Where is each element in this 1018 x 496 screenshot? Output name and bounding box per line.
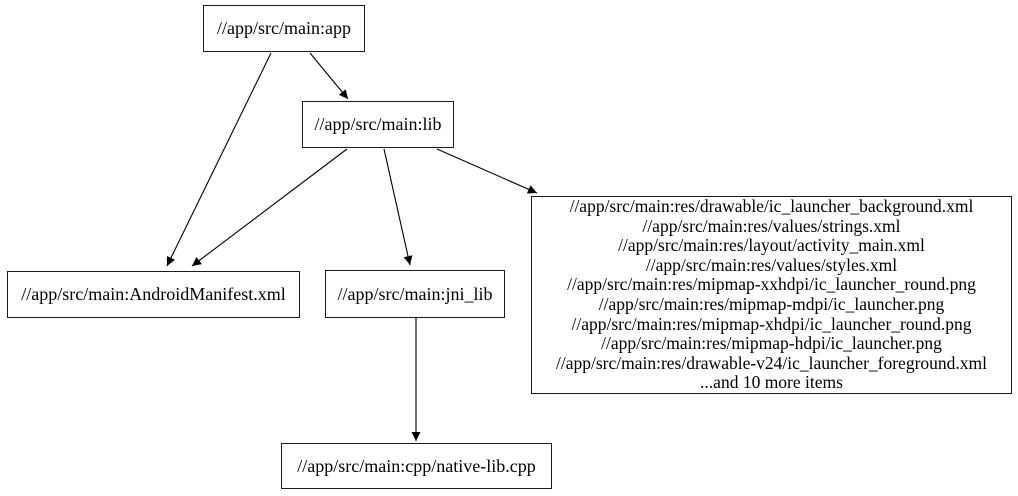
res-item: //app/src/main:res/mipmap-hdpi/ic_launch… (601, 333, 942, 354)
node-jni-lib: //app/src/main:jni_lib (325, 270, 505, 318)
res-item: //app/src/main:res/values/strings.xml (642, 215, 901, 236)
node-native-lib-cpp-label: //app/src/main:cpp/native-lib.cpp (297, 455, 536, 476)
res-item: //app/src/main:res/mipmap-xxhdpi/ic_laun… (567, 274, 976, 295)
node-android-manifest: //app/src/main:AndroidManifest.xml (7, 271, 300, 318)
edge-lib-to-res-group (436, 148, 538, 194)
res-more-items: ...and 10 more items (700, 372, 843, 393)
node-jni-lib-label: //app/src/main:jni_lib (337, 283, 493, 304)
node-lib-target: //app/src/main:lib (302, 101, 454, 148)
res-item: //app/src/main:res/mipmap-xhdpi/ic_launc… (571, 313, 972, 334)
edge-lib-to-manifest (191, 148, 348, 267)
node-native-lib-cpp: //app/src/main:cpp/native-lib.cpp (281, 443, 552, 489)
node-lib-label: //app/src/main:lib (314, 114, 442, 134)
res-item: //app/src/main:res/drawable-v24/ic_launc… (555, 352, 988, 373)
edge-app-to-lib (309, 52, 349, 100)
res-item: //app/src/main:res/mipmap-mdpi/ic_launch… (598, 294, 945, 314)
res-item: //app/src/main:res/values/styles.xml (645, 254, 898, 275)
edge-lib-to-jni-lib (383, 148, 413, 266)
node-android-manifest-label: //app/src/main:AndroidManifest.xml (21, 284, 286, 304)
res-item: //app/src/main:res/drawable/ic_launcher_… (569, 196, 974, 217)
node-res-file-group: //app/src/main:res/drawable/ic_launcher_… (531, 196, 1012, 394)
edge-app-to-manifest (166, 52, 272, 267)
res-item: //app/src/main:res/layout/activity_main.… (618, 235, 925, 256)
node-app-label: //app/src/main:app (217, 18, 351, 38)
node-app-target: //app/src/main:app (203, 5, 365, 52)
